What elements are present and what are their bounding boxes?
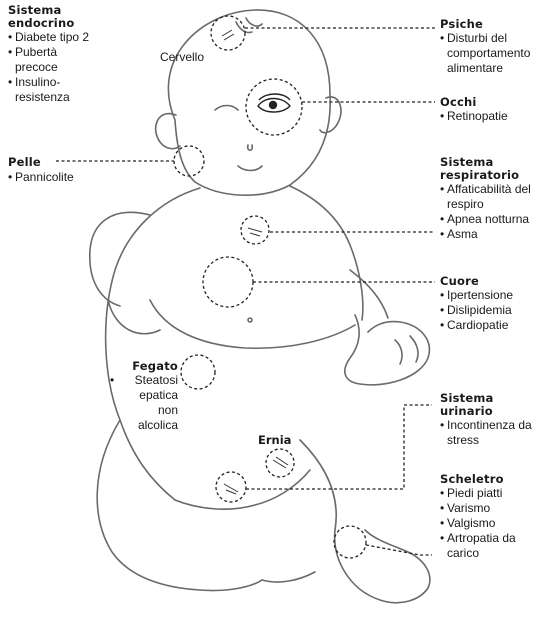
list-item: Ipertensione <box>440 288 545 303</box>
skeleton-label: Scheletro Piedi piatti Varismo Valgismo … <box>440 473 545 561</box>
list-item: Retinopatie <box>440 109 545 124</box>
liver-title: Fegato <box>110 360 178 373</box>
list-item: Incontinenza da stress <box>440 418 545 448</box>
list-item: Pubertà precoce <box>8 45 73 75</box>
list-item: Insulino- resistenza <box>8 75 77 105</box>
psyche-title: Psiche <box>440 18 545 31</box>
skin-title: Pelle <box>8 155 41 169</box>
endocrine-list: Diabete tipo 2 Pubertà precoce Insulino-… <box>8 30 118 105</box>
list-item: Asma <box>440 227 548 242</box>
list-item: Disturbi del comportamento alimentare <box>440 31 545 76</box>
list-item: Apnea notturna <box>440 212 548 227</box>
skeleton-marker <box>334 526 366 558</box>
hernia-label: Ernia <box>258 433 291 448</box>
liver-label: Fegato Steatosi epatica non alcolica <box>110 360 178 433</box>
urinary-title-2: urinario <box>440 405 545 418</box>
heart-title: Cuore <box>440 275 545 288</box>
psyche-label: Psiche Disturbi del comportamento alimen… <box>440 18 545 76</box>
skin-label: Pelle Pannicolite <box>8 155 118 185</box>
list-item: Varismo <box>440 501 545 516</box>
eyes-label: Occhi Retinopatie <box>440 96 545 124</box>
urinary-list: Incontinenza da stress <box>440 418 545 448</box>
eyes-title: Occhi <box>440 96 545 109</box>
brain-label: Cervello <box>160 50 204 65</box>
respiratory-title-2: respiratorio <box>440 169 548 182</box>
list-item: Dislipidemia <box>440 303 545 318</box>
urinary-label: Sistema urinario Incontinenza da stress <box>440 392 545 448</box>
list-item: Steatosi epatica non alcolica <box>110 373 178 433</box>
skeleton-list: Piedi piatti Varismo Valgismo Artropatia… <box>440 486 545 561</box>
eyes-list: Retinopatie <box>440 109 545 124</box>
endocrine-title-2: endocrino <box>8 17 118 30</box>
respiratory-list: Affaticabilità del respiro Apnea notturn… <box>440 182 548 242</box>
skin-list: Pannicolite <box>8 170 118 185</box>
list-item: Diabete tipo 2 <box>8 30 118 45</box>
heart-list: Ipertensione Dislipidemia Cardiopatie <box>440 288 545 333</box>
psyche-list: Disturbi del comportamento alimentare <box>440 31 545 76</box>
connector-lines <box>56 28 435 555</box>
liver-list: Steatosi epatica non alcolica <box>110 373 178 433</box>
list-item: Affaticabilità del respiro <box>440 182 548 212</box>
list-item: Valgismo <box>440 516 545 531</box>
eye-icon <box>258 94 290 112</box>
hernia-marker <box>266 449 294 477</box>
urinary-marker <box>216 472 246 502</box>
list-item: Pannicolite <box>8 170 118 185</box>
list-item: Cardiopatie <box>440 318 545 333</box>
list-item: Artropatia da carico <box>440 531 545 561</box>
heart-marker <box>203 257 253 307</box>
liver-marker <box>181 355 215 389</box>
endocrine-label: Sistema endocrino Diabete tipo 2 Pubertà… <box>8 4 118 105</box>
respiratory-label: Sistema respiratorio Affaticabilità del … <box>440 156 548 242</box>
heart-label: Cuore Ipertensione Dislipidemia Cardiopa… <box>440 275 545 333</box>
brain-marker <box>211 16 245 50</box>
skeleton-title: Scheletro <box>440 473 545 486</box>
list-item: Piedi piatti <box>440 486 545 501</box>
